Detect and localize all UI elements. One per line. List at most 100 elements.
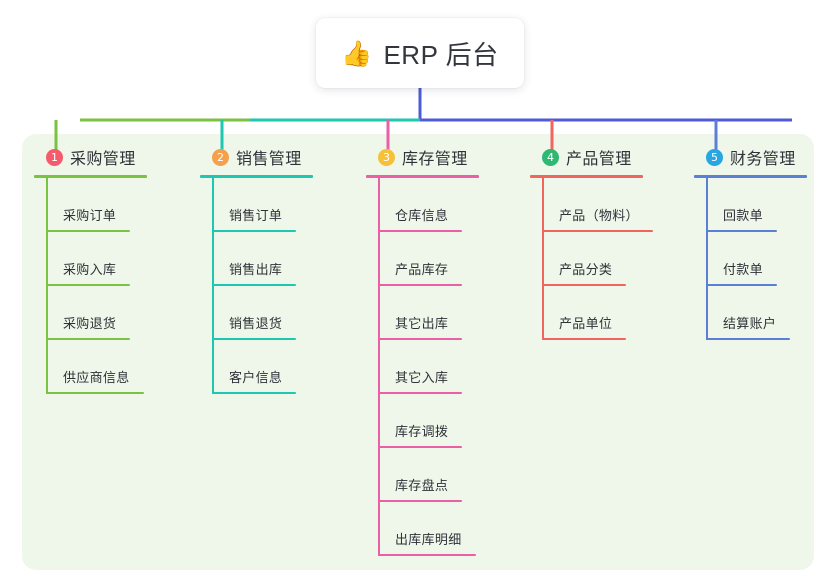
module-item[interactable]: 采购入库 [34, 232, 184, 286]
module-item[interactable]: 结算账户 [694, 286, 824, 340]
module-number-badge: 5 [706, 148, 723, 166]
module-item-underline [47, 338, 130, 340]
module-item[interactable]: 采购订单 [34, 178, 184, 232]
module-underline [694, 175, 807, 178]
module-item[interactable]: 出库库明细 [366, 502, 516, 556]
module-item-label: 产品（物料） [559, 208, 639, 223]
module-item-underline [213, 392, 296, 394]
module-item-label: 采购入库 [63, 262, 117, 277]
module-trunk-line [706, 178, 708, 340]
module-item[interactable]: 客户信息 [200, 340, 350, 394]
module-item[interactable]: 付款单 [694, 232, 824, 286]
module-underline [34, 175, 147, 178]
module-item-label: 产品库存 [395, 262, 449, 277]
module-item[interactable]: 销售订单 [200, 178, 350, 232]
root-node-content: 👍 ERP 后台 [341, 35, 498, 72]
module-item-label: 回款单 [723, 208, 763, 223]
module-item-underline [379, 500, 462, 502]
module-header[interactable]: 4 产品管理 [530, 145, 680, 169]
module-header[interactable]: 5 财务管理 [694, 145, 824, 169]
module-item-label: 产品单位 [559, 316, 613, 331]
module-underline [200, 175, 313, 178]
module-item[interactable]: 其它出库 [366, 286, 516, 340]
module-column: 1 采购管理采购订单采购入库采购退货供应商信息 [34, 145, 184, 394]
module-item-label: 销售订单 [229, 208, 283, 223]
module-header[interactable]: 2 销售管理 [200, 145, 350, 169]
module-underline [530, 175, 643, 178]
module-column: 2 销售管理销售订单销售出库销售退货客户信息 [200, 145, 350, 394]
module-item-underline [543, 338, 626, 340]
module-item[interactable]: 其它入库 [366, 340, 516, 394]
module-item-underline [707, 230, 777, 232]
module-trunk-line [542, 178, 544, 340]
module-item-label: 其它入库 [395, 370, 449, 385]
module-item-label: 其它出库 [395, 316, 449, 331]
module-title: 产品管理 [566, 151, 632, 168]
module-item-underline [543, 284, 626, 286]
module-item-underline [707, 284, 777, 286]
root-node-title: ERP 后台 [383, 39, 499, 70]
module-number-badge: 1 [46, 148, 63, 166]
root-node-card[interactable]: 👍 ERP 后台 [316, 18, 524, 88]
module-item[interactable]: 产品单位 [530, 286, 680, 340]
module-item-list: 产品（物料） 产品分类产品单位 [530, 178, 680, 340]
module-title: 库存管理 [402, 151, 468, 168]
module-item-label: 付款单 [723, 262, 763, 277]
module-title: 采购管理 [70, 151, 136, 168]
module-item[interactable]: 供应商信息 [34, 340, 184, 394]
modules-panel [22, 134, 814, 570]
module-item-list: 销售订单销售出库销售退货客户信息 [200, 178, 350, 394]
module-title: 销售管理 [236, 151, 302, 168]
module-item-label: 库存盘点 [395, 478, 449, 493]
module-title: 财务管理 [730, 151, 796, 168]
module-item[interactable]: 采购退货 [34, 286, 184, 340]
module-item-label: 销售出库 [229, 262, 283, 277]
module-header[interactable]: 1 采购管理 [34, 145, 184, 169]
module-number-badge: 2 [212, 148, 229, 166]
module-item[interactable]: 回款单 [694, 178, 824, 232]
module-column: 3 库存管理仓库信息产品库存其它出库其它入库库存调拨库存盘点出库库明细 [366, 145, 516, 556]
module-item-label: 结算账户 [723, 316, 777, 331]
module-item-label: 库存调拨 [395, 424, 449, 439]
module-item[interactable]: 库存盘点 [366, 448, 516, 502]
module-item-underline [47, 392, 144, 394]
module-column: 5 财务管理回款单付款单结算账户 [694, 145, 824, 340]
module-item-underline [379, 392, 462, 394]
module-column: 4 产品管理产品（物料） 产品分类产品单位 [530, 145, 680, 340]
module-item-label: 采购订单 [63, 208, 117, 223]
module-item-underline [379, 284, 462, 286]
module-item[interactable]: 库存调拨 [366, 394, 516, 448]
module-item-label: 销售退货 [229, 316, 283, 331]
module-item-underline [379, 446, 462, 448]
module-item-underline [543, 230, 653, 232]
module-item-underline [213, 338, 296, 340]
module-item-underline [213, 284, 296, 286]
module-item-label: 采购退货 [63, 316, 117, 331]
module-item-label: 产品分类 [559, 262, 613, 277]
module-item-list: 仓库信息产品库存其它出库其它入库库存调拨库存盘点出库库明细 [366, 178, 516, 556]
module-header[interactable]: 3 库存管理 [366, 145, 516, 169]
module-item-list: 采购订单采购入库采购退货供应商信息 [34, 178, 184, 394]
module-item-list: 回款单付款单结算账户 [694, 178, 824, 340]
module-underline [366, 175, 479, 178]
module-item-label: 客户信息 [229, 370, 283, 385]
module-number-badge: 3 [378, 148, 395, 166]
module-number-badge: 4 [542, 148, 559, 166]
module-item[interactable]: 产品库存 [366, 232, 516, 286]
module-item-label: 出库库明细 [395, 532, 462, 547]
module-item-underline [379, 338, 462, 340]
module-trunk-line [46, 178, 48, 394]
module-item-underline [47, 230, 130, 232]
module-item[interactable]: 产品分类 [530, 232, 680, 286]
module-item-label: 仓库信息 [395, 208, 449, 223]
module-item-underline [47, 284, 130, 286]
module-item[interactable]: 仓库信息 [366, 178, 516, 232]
module-item[interactable]: 销售出库 [200, 232, 350, 286]
module-item-underline [379, 554, 476, 556]
module-item[interactable]: 产品（物料） [530, 178, 680, 232]
module-item-underline [213, 230, 296, 232]
module-item[interactable]: 销售退货 [200, 286, 350, 340]
module-item-underline [707, 338, 790, 340]
thumbs-up-icon: 👍 [341, 38, 373, 68]
